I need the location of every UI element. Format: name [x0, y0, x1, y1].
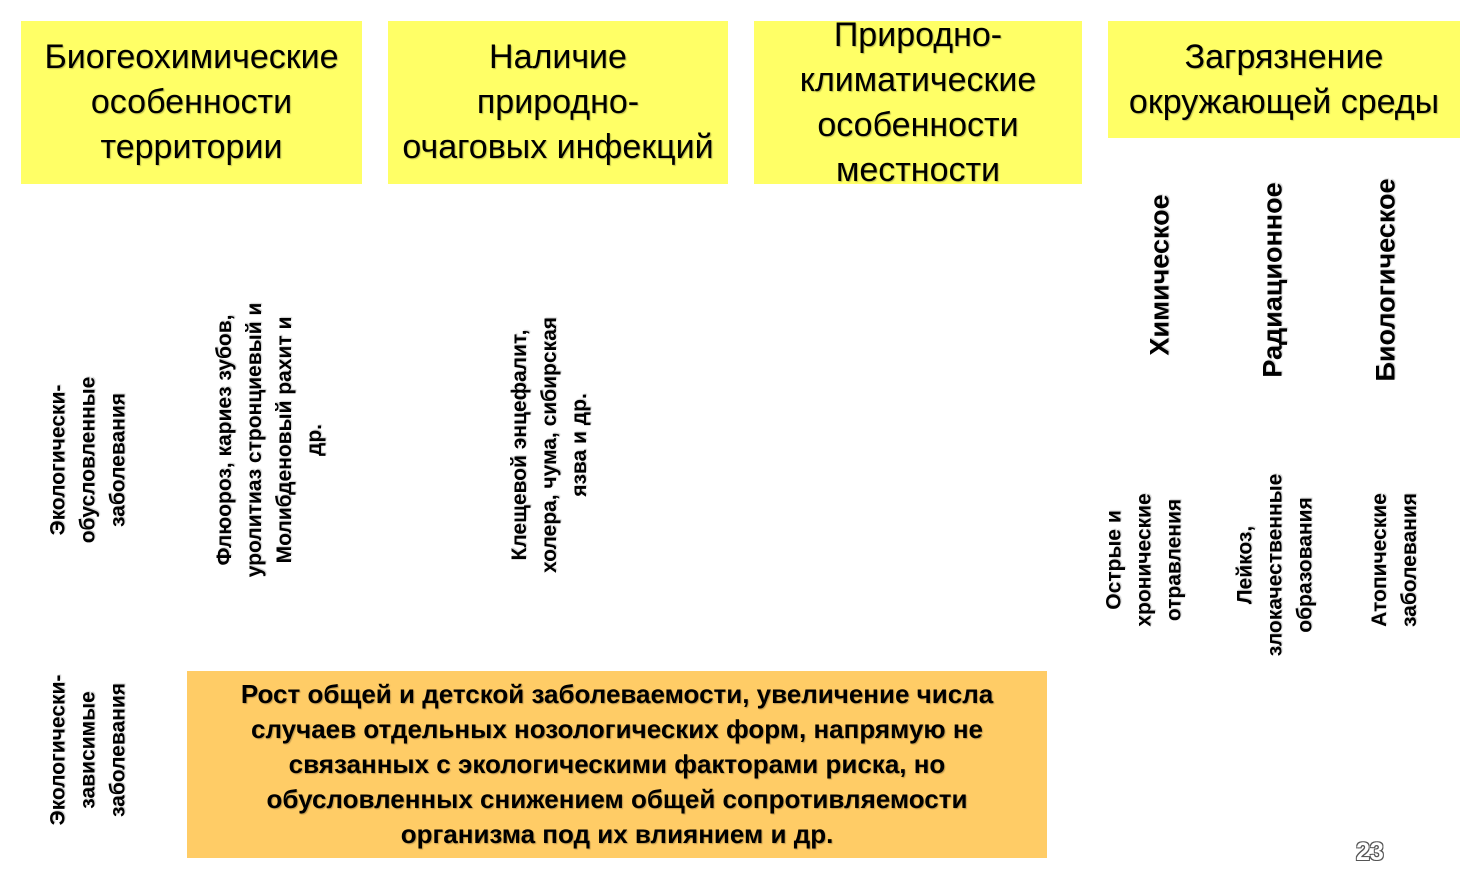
header-natural-focal-infections: Наличие природно- очаговых инфекций [388, 21, 728, 184]
summary-box: Рост общей и детской заболеваемости, уве… [187, 671, 1047, 858]
cell-biogeochemical-diseases: Флюороз, кариез зубов, уролитиаз стронци… [213, 302, 326, 578]
header-pollution: Загрязнение окружающей среды [1108, 21, 1460, 138]
header-climate: Природно- климатические особенности мест… [754, 16, 1082, 189]
summary-text: Рост общей и детской заболеваемости, уве… [240, 679, 994, 849]
header-biogeochemical-text: Биогеохимические особенности территории [44, 38, 339, 166]
header-pollution-text: Загрязнение окружающей среды [1128, 37, 1440, 121]
pollution-effect-biological: Атопические заболевания [1368, 492, 1421, 628]
header-biogeochemical: Биогеохимические особенности территории [21, 21, 362, 184]
row-label-eco-dependent: Экологически- зависимые заболевания [46, 674, 129, 826]
page-number: 23 [1356, 838, 1384, 866]
header-climate-text: Природно- климатические особенности мест… [799, 15, 1037, 189]
header-infections-text: Наличие природно- очаговых инфекций [402, 38, 714, 166]
cell-infection-diseases: Клещевой энцефалит, холера, чума, сибирс… [508, 317, 591, 573]
pollution-type-biological: Биологическое [1370, 178, 1401, 382]
